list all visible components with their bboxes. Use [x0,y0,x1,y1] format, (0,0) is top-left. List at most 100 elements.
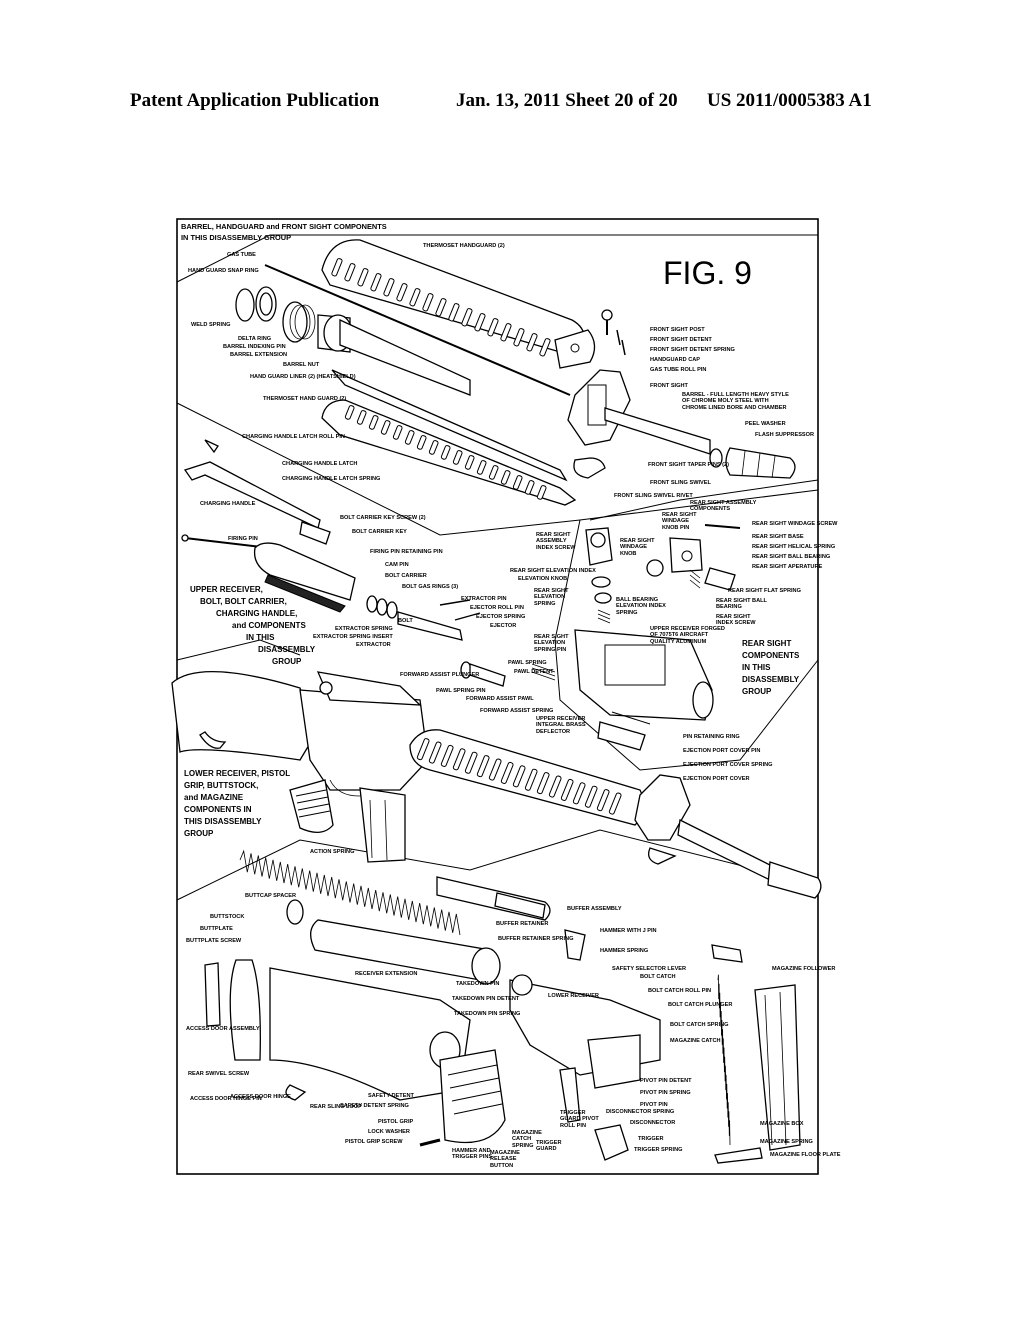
lower-group-parts [204,849,801,1164]
label-pistol-grip: PISTOL GRIP [378,1119,413,1125]
label-magazine-floor-plate: MAGAZINE FLOOR PLATE [770,1152,841,1158]
label-safety-detent-spring: SAFETY DETENT SPRING [340,1103,409,1109]
handguard-rib [452,748,466,771]
label-barrel: BARREL - FULL LENGTH HEAVY STYLE OF CHRO… [682,392,789,411]
label-takedown-pin: TAKEDOWN PIN [456,981,499,987]
handguard-rib [428,741,442,764]
label-ejector-spring: EJECTOR SPRING [476,614,525,620]
handguard-rib [488,465,499,480]
label-action-spring: ACTION SPRING [310,849,354,855]
label-safety-detent: SAFETY DETENT [368,1093,414,1099]
barrel-group-divider [176,234,818,283]
label-pivot-pin-detent: PIVOT PIN DETENT [640,1078,692,1084]
label-pistol-grip-screw: PISTOL GRIP SCREW [345,1139,403,1145]
label-elevation-knob: ELEVATION KNOB [518,576,567,582]
handguard-rib [396,283,408,302]
label-rear-sight-elevation-spring-pin: REAR SIGHT ELEVATION SPRING PIN [534,634,569,653]
label-rear-sight-helical-spring: REAR SIGHT HELICAL SPRING [752,544,835,550]
handguard-rib [448,303,460,322]
upper-group-divider [176,402,819,536]
label-buttplate: BUTTPLATE [200,926,233,932]
label-magazine-release-button: MAGAZINE RELEASE BUTTON [490,1150,520,1169]
label-bolt-catch-spring: BOLT CATCH SPRING [670,1022,729,1028]
label-magazine-spring: MAGAZINE SPRING [760,1139,813,1145]
label-rear-sight-flat-spring: REAR SIGHT FLAT SPRING [728,588,801,594]
coil-spring [717,974,731,1146]
label-buffer-retainer: BUFFER RETAINER [496,921,548,927]
label-front-sling-swivel: FRONT SLING SWIVEL [650,480,711,486]
label-bolt-catch-roll-pin: BOLT CATCH ROLL PIN [648,988,711,994]
barrel-group-title-1: BARREL, HANDGUARD and FRONT SIGHT COMPON… [181,222,387,231]
label-buffer-retainer-spring: BUFFER RETAINER SPRING [498,936,573,942]
label-pin-retaining-ring: PIN RETAINING RING [683,734,740,740]
label-ejection-port-cover: EJECTION PORT COVER [683,776,750,782]
handguard-rib [428,440,439,455]
label-rear-sight-elevation-spring: REAR SIGHT ELEVATION SPRING [534,588,569,607]
label-flash-suppressor: FLASH SUPPRESSOR [755,432,814,438]
label-barrel-indexing-pin: BARREL INDEXING PIN [223,344,286,350]
label-thermoset-handguard: THERMOSET HANDGUARD (2) [423,243,505,249]
label-bolt-carrier-key-screw: BOLT CARRIER KEY SCREW (2) [340,515,426,521]
handguard-rib [474,313,486,332]
label-front-sight-post: FRONT SIGHT POST [650,327,705,333]
lower-group-title-1: LOWER RECEIVER, PISTOL [184,769,290,778]
rear-sight-group-title-4: DISASSEMBLY [742,675,800,684]
label-firing-pin: FIRING PIN [228,536,258,542]
handguard-rib [572,782,586,805]
label-rear-sling-loop: REAR SLING LOOP [310,1104,362,1110]
lower-part-labels: ACTION SPRING BUTTCAP SPACER BUTTSTOCK B… [186,849,841,1169]
label-hand-guard-snap-ring: HAND GUARD SNAP RING [188,268,259,274]
label-ejector-roll-pin: EJECTOR ROLL PIN [470,605,524,611]
handguard-rib [344,263,356,282]
figure-label: FIG. 9 [663,255,752,291]
label-access-door-hinge-pin: ACCESS DOOR HINGE PIN [190,1096,262,1102]
label-hand-guard-liner: HAND GUARD LINER (2) (HEATSHIELD) [250,374,356,380]
rear-sight-part-labels: REAR SIGHT ASSEMBLY COMPONENTS REAR SIGH… [510,500,838,653]
lower-group-title-4: COMPONENTS IN [184,805,252,814]
label-forward-assist-spring: FORWARD ASSIST SPRING [480,708,553,714]
label-rear-sight-windage-screw: REAR SIGHT WINDAGE SCREW [752,521,838,527]
handguard-rib [440,744,454,767]
label-extractor: EXTRACTOR [356,642,391,648]
publication-date-sheet: Jan. 13, 2011 Sheet 20 of 20 [456,90,678,111]
rear-sight-group-title-1: REAR SIGHT [742,639,791,648]
label-weld-spring: WELD SPRING [191,322,230,328]
label-rear-sight-index-screw: REAR SIGHT INDEX SCREW [716,614,755,626]
barrel-group-parts [235,239,796,506]
label-barrel-extension: BARREL EXTENSION [230,352,287,358]
handguard-rib [512,765,526,788]
lower-group-title-3: and MAGAZINE [184,793,244,802]
label-buttcap-spacer: BUTTCAP SPACER [245,893,296,899]
handguard-rib [392,425,403,440]
handguard-rib [435,298,447,317]
label-magazine-follower: MAGAZINE FOLLOWER [772,966,835,972]
label-upper-receiver-forged: UPPER RECEIVER FORGED OF 7075T6 AIRCRAFT… [650,626,725,645]
handguard-rib [440,445,451,460]
handguard-rib [524,480,535,495]
lower-group-title-5: THIS DISASSEMBLY [184,817,262,826]
handguard-rib [461,308,473,327]
handguard-rib [464,751,478,774]
label-forward-assist-plunger: FORWARD ASSIST PLUNGER [400,672,479,678]
label-rear-sight-aperature: REAR SIGHT APERATURE [752,564,823,570]
lower-group-divider [176,639,301,661]
label-hammer-spring: HAMMER SPRING [600,948,648,954]
label-takedown-pin-detent: TAKEDOWN PIN DETENT [452,996,520,1002]
handguard-rib [560,778,574,801]
handguard-rib [416,738,430,761]
label-lock-washer: LOCK WASHER [368,1129,410,1135]
label-cam-pin: CAM PIN [385,562,409,568]
label-firing-pin-retaining-pin: FIRING PIN RETAINING PIN [370,549,443,555]
handguard-rib [476,460,487,475]
rear-sight-group-title-3: IN THIS [742,663,771,672]
label-trigger-guard-pivot-roll-pin: TRIGGER GUARD PIVOT ROLL PIN [560,1110,599,1129]
handguard-rib [380,420,391,435]
upper-group-title-4: and COMPONENTS [232,621,306,630]
label-charging-handle-latch: CHARGING HANDLE LATCH [282,461,357,467]
label-magazine-catch-spring: MAGAZINE CATCH SPRING [512,1130,542,1149]
handguard-rib [383,278,395,297]
label-rear-sight-assembly-components: REAR SIGHT ASSEMBLY COMPONENTS [690,500,756,512]
label-buffer-assembly: BUFFER ASSEMBLY [567,906,622,912]
label-magazine-box: MAGAZINE BOX [760,1121,804,1127]
label-rear-sight-windage-knob-pin: REAR SIGHT WINDAGE KNOB PIN [662,512,697,531]
